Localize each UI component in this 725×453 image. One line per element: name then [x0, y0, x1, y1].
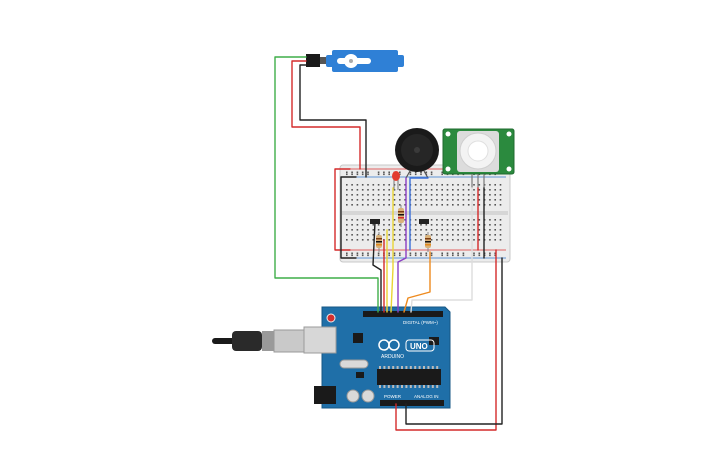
resistor-led[interactable] — [398, 205, 404, 227]
power-header-label: POWER — [384, 394, 402, 399]
board-logo-text: UNO — [410, 342, 428, 351]
wire-servo-ground-black[interactable] — [299, 64, 367, 178]
red-led[interactable] — [392, 171, 400, 190]
resistor-right[interactable] — [425, 232, 431, 252]
pir-motion-sensor[interactable] — [442, 128, 515, 188]
micro-servo[interactable] — [306, 50, 404, 72]
wire-buzzer-blue[interactable] — [409, 177, 429, 251]
analog-header-label: ANALOG IN — [414, 394, 439, 399]
resistor-left[interactable] — [376, 232, 382, 252]
chip-pins — [379, 366, 439, 388]
digital-header-label: DIGITAL (PWM~) — [403, 320, 438, 325]
wire-left-rail-black[interactable] — [340, 176, 357, 259]
wire-left-rail-red[interactable] — [334, 168, 351, 251]
wire-buzzer-purple[interactable] — [397, 177, 407, 313]
wire-servo-signal-green[interactable] — [274, 56, 379, 313]
pushbutton-right[interactable] — [419, 219, 429, 224]
wire-servo-power-red[interactable] — [291, 60, 361, 170]
wire-power-5v-red[interactable] — [395, 249, 497, 431]
wire-button-black[interactable] — [372, 221, 382, 313]
board-brand-text: ARDUINO — [381, 354, 404, 360]
wire-led-yellow[interactable] — [390, 187, 394, 313]
wire-button-orange[interactable] — [403, 251, 431, 313]
arduino-logo — [378, 339, 400, 351]
breadboard[interactable] — [339, 164, 511, 263]
arduino-uno-board[interactable]: ARDUINO UNO DIGITAL (PWM~) POWER ANALOG … — [212, 306, 451, 409]
piezo-buzzer[interactable] — [395, 128, 439, 179]
usb-cable — [212, 329, 313, 353]
wire-pir-signal-white[interactable] — [410, 187, 473, 313]
wire-power-gnd-black[interactable] — [405, 257, 503, 425]
